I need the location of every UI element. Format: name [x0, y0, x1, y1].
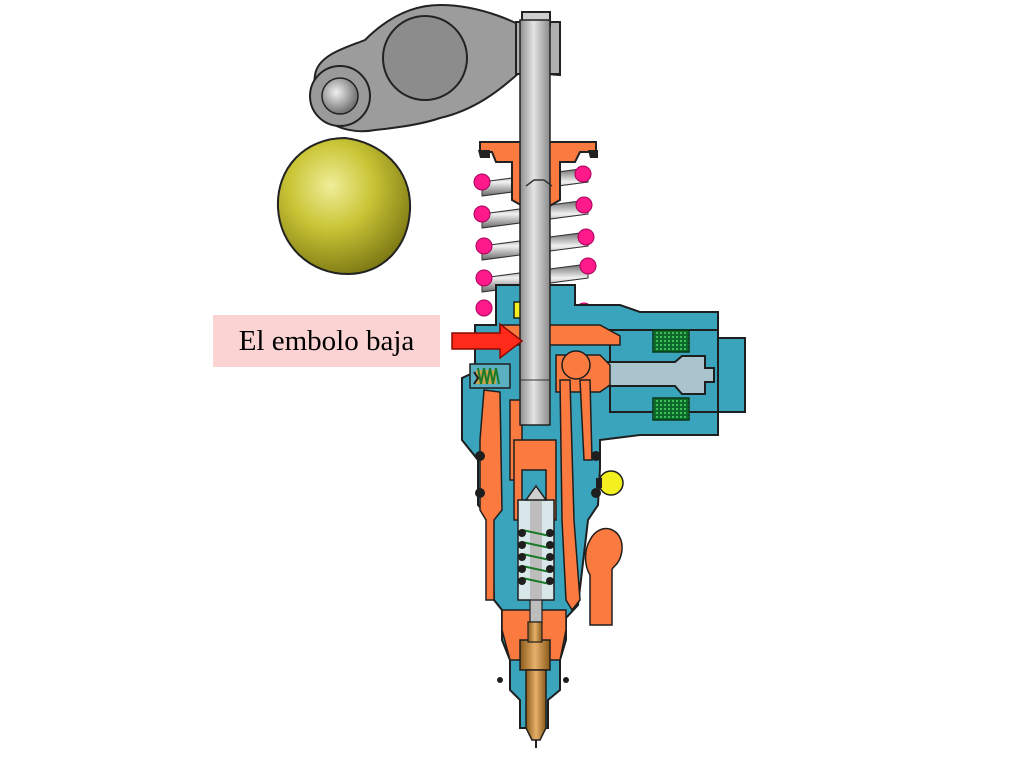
- plunger-down-arrow-icon: [451, 322, 524, 360]
- nozzle-spring: [517, 484, 555, 623]
- cam-lobe: [276, 136, 412, 276]
- solenoid-valve: [607, 329, 719, 421]
- solenoid-coil-bottom-icon: [652, 397, 690, 421]
- pump-plunger: [519, 19, 553, 426]
- o-ring-seals: [475, 451, 601, 683]
- bleed-ball-icon: [596, 470, 624, 496]
- fuel-passages: [479, 324, 623, 661]
- check-valve-spring-icon: [469, 363, 511, 389]
- injector-nozzle: [519, 621, 551, 748]
- solenoid-coil-top-icon: [652, 329, 690, 353]
- callout-label: El embolo baja: [213, 315, 440, 367]
- roller-icon: [321, 77, 359, 115]
